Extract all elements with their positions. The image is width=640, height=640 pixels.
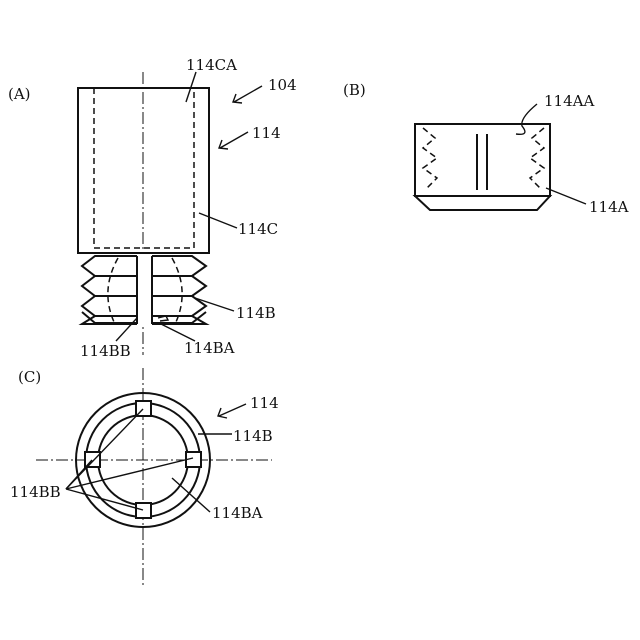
leader-c-114bb-bottom bbox=[66, 489, 143, 510]
panel-a: (A) 114CA 104 bbox=[8, 56, 297, 360]
label-114: 114 bbox=[252, 124, 281, 142]
label-114a: 114A bbox=[589, 198, 629, 216]
top-piece-base bbox=[415, 196, 550, 210]
slot-114bb-gap bbox=[137, 254, 152, 326]
label-114c: 114C bbox=[238, 220, 278, 238]
arrow-114 bbox=[220, 132, 248, 148]
label-114aa: 114AA bbox=[544, 92, 594, 110]
panel-b-label: (B) bbox=[343, 81, 366, 99]
label-114ba: 114BA bbox=[184, 339, 235, 357]
label-104: 104 bbox=[268, 76, 297, 94]
panel-c-label: (C) bbox=[18, 368, 41, 386]
threaded-neck-114b bbox=[82, 254, 206, 326]
tab-114bb-bottom bbox=[136, 503, 151, 518]
label-114bb: 114BB bbox=[80, 342, 131, 360]
label-114b: 114B bbox=[236, 304, 276, 322]
arrow-c-114 bbox=[219, 404, 246, 416]
label-c-114bb: 114BB bbox=[10, 483, 61, 501]
leader-114a bbox=[546, 188, 586, 204]
arrow-104 bbox=[234, 86, 262, 102]
label-c-114b: 114B bbox=[233, 427, 273, 445]
label-c-114: 114 bbox=[250, 394, 279, 412]
label-c-114ba: 114BA bbox=[212, 504, 263, 522]
panel-c: (C) 114 114B 114BB 114BA bbox=[10, 368, 279, 588]
panel-b: (B) 114AA 114A bbox=[343, 81, 629, 216]
panel-a-label: (A) bbox=[8, 85, 31, 103]
label-114ca: 114CA bbox=[186, 56, 237, 74]
